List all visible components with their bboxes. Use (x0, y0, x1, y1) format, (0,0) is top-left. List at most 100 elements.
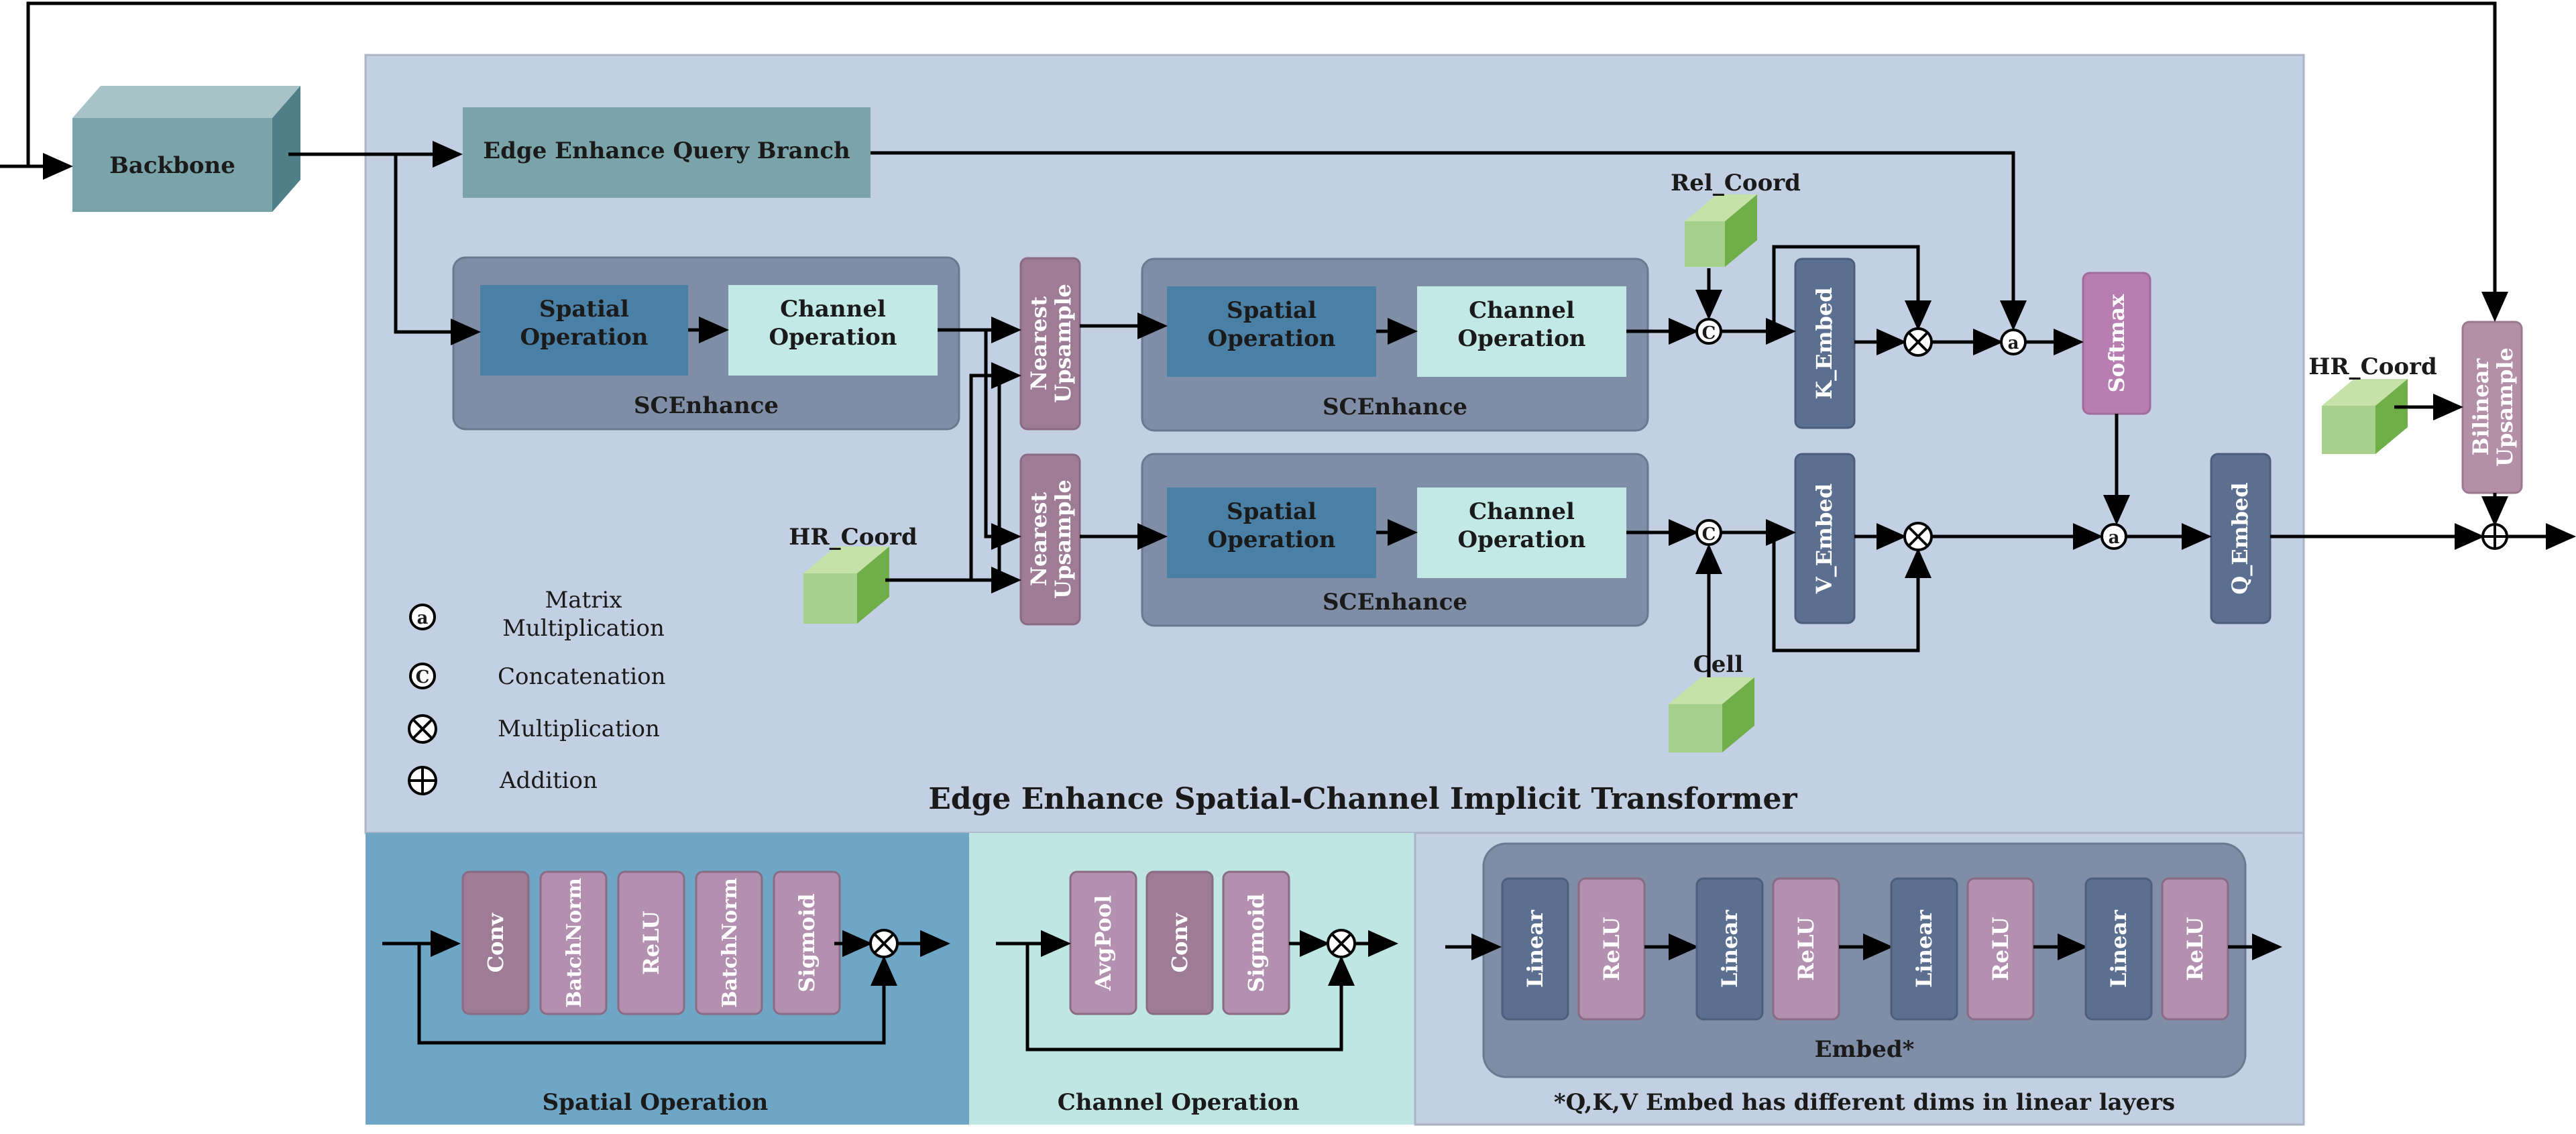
hr-coord-cube-left (803, 547, 889, 624)
svg-text:ReLU: ReLU (2182, 917, 2208, 981)
spatial-mult-icon (869, 929, 899, 958)
channel-skip-line (1025, 944, 1343, 1052)
legend-matmul-symbol: a (409, 604, 436, 630)
nearest-upsample-2: NearestUpsample (1019, 453, 1081, 626)
svg-text:ReLU: ReLU (1599, 917, 1624, 981)
channel-panel-title: Channel Operation (1058, 1089, 1300, 1116)
embed-linear-1: Linear (1501, 877, 1569, 1021)
svg-text:a: a (417, 608, 429, 628)
spatial-layer-conv: Conv (461, 870, 530, 1015)
embed-group-box (1482, 842, 2247, 1078)
svg-text:Conv: Conv (1167, 912, 1192, 972)
hr-coord-label-left: HR_Coord (789, 524, 917, 551)
spatial-skip-line (417, 944, 886, 1045)
legend-concat-label: Concatenation (498, 663, 666, 690)
embed-relu-4: ReLU (2161, 877, 2229, 1021)
svg-text:V_Embed: V_Embed (1811, 484, 1837, 594)
hr-coord-cube-right (2322, 379, 2408, 454)
spatial-op-layers: Conv BatchNorm ReLU BatchNorm Sigmoid (461, 870, 841, 1015)
embed-linear-4: Linear (2084, 877, 2153, 1021)
mult-node-k (1903, 327, 1933, 357)
svg-text:a: a (2008, 333, 2019, 353)
svg-text:Linear: Linear (1522, 909, 1548, 988)
hr-coord-label-right: HR_Coord (2308, 353, 2437, 380)
channel-layer-avgpool: AvgPool (1069, 870, 1137, 1015)
spatial-layer-sigmoid: Sigmoid (773, 870, 841, 1015)
spatial-layer-batchnorm: BatchNorm (695, 870, 763, 1015)
backbone-block: Backbone (72, 86, 300, 212)
svg-text:C: C (1702, 323, 1716, 343)
add-node-output (2481, 523, 2508, 550)
channel-op-layers: AvgPool Conv Sigmoid (1069, 870, 1290, 1015)
v-embed: V_Embed (1794, 453, 1856, 624)
svg-text:C: C (416, 667, 430, 687)
spatial-layer-relu: ReLU (617, 870, 685, 1015)
v-skip-line (1772, 532, 1931, 653)
mult-node-v (1903, 522, 1933, 551)
cell-label: Cell (1693, 651, 1744, 678)
softmax-block: Softmax (2082, 272, 2151, 415)
svg-text:Sigmoid: Sigmoid (1243, 893, 1269, 992)
svg-text:Q_Embed: Q_Embed (2227, 482, 2253, 594)
matmul-node-k: a (2000, 329, 2027, 355)
channel-layer-sigmoid: Sigmoid (1222, 870, 1290, 1015)
skip-connection-line (26, 1, 2508, 322)
svg-text:Linear: Linear (1911, 909, 1937, 988)
embed-linear-2: Linear (1695, 877, 1764, 1021)
nearest-upsample-1: NearestUpsample (1019, 257, 1081, 431)
q-embed: Q_Embed (2210, 453, 2272, 624)
legend-concat-symbol: C (409, 663, 436, 689)
bilinear-upsample: BilinearUpsample (2461, 321, 2523, 494)
svg-text:a: a (2109, 528, 2120, 548)
query-to-matmul (871, 151, 2027, 331)
scenhance-label-3: SCEnhance (1323, 589, 1467, 616)
backbone-to-scenhance-arrow (394, 154, 481, 345)
channel-layer-conv: Conv (1145, 870, 1214, 1015)
embed-relu-1: ReLU (1577, 877, 1646, 1021)
legend-add-label: Addition (499, 767, 598, 794)
channel-mult-icon (1327, 929, 1356, 958)
svg-text:ReLU: ReLU (638, 911, 664, 975)
svg-text:BatchNorm: BatchNorm (718, 878, 742, 1008)
embed-layers: Linear ReLU Linear ReLU Linear ReLU Linear ReLU (1445, 877, 2282, 1021)
svg-text:ReLU: ReLU (1988, 917, 2013, 981)
svg-text:NearestUpsample: NearestUpsample (1026, 479, 1076, 599)
embed-relu-2: ReLU (1772, 877, 1840, 1021)
rel-coord-cube (1685, 194, 1757, 267)
svg-text:Linear: Linear (2106, 909, 2131, 988)
query-branch-block (463, 107, 871, 198)
scenhance-label-2: SCEnhance (1323, 394, 1467, 420)
k-embed: K_Embed (1794, 258, 1856, 429)
svg-text:BilinearUpsample: BilinearUpsample (2468, 347, 2518, 467)
legend-mult-label: Multiplication (498, 716, 660, 742)
embed-linear-3: Linear (1890, 877, 1958, 1021)
svg-text:NearestUpsample: NearestUpsample (1026, 284, 1076, 403)
svg-text:ReLU: ReLU (1793, 917, 1819, 981)
legend-mult-icon (408, 714, 437, 744)
svg-text:Sigmoid: Sigmoid (794, 893, 820, 992)
embed-note: *Q,K,V Embed has different dims in linea… (1554, 1089, 2175, 1116)
rel-coord-label: Rel_Coord (1671, 170, 1801, 196)
cell-cube (1669, 677, 1754, 752)
spatial-layer-batchnorm: BatchNorm (539, 870, 608, 1015)
scenhance-label-1: SCEnhance (634, 392, 779, 419)
main-title: Edge Enhance Spatial-Channel Implicit Tr… (928, 782, 1797, 816)
svg-text:Softmax: Softmax (2104, 294, 2129, 393)
query-branch-label: Edge Enhance Query Branch (483, 137, 850, 164)
svg-text:Linear: Linear (1717, 909, 1742, 988)
sc1-to-up2 (984, 330, 1021, 550)
backbone-label: Backbone (109, 152, 235, 179)
hrcoord-branch (969, 374, 999, 580)
svg-text:K_Embed: K_Embed (1811, 287, 1837, 399)
svg-text:Conv: Conv (483, 912, 508, 972)
